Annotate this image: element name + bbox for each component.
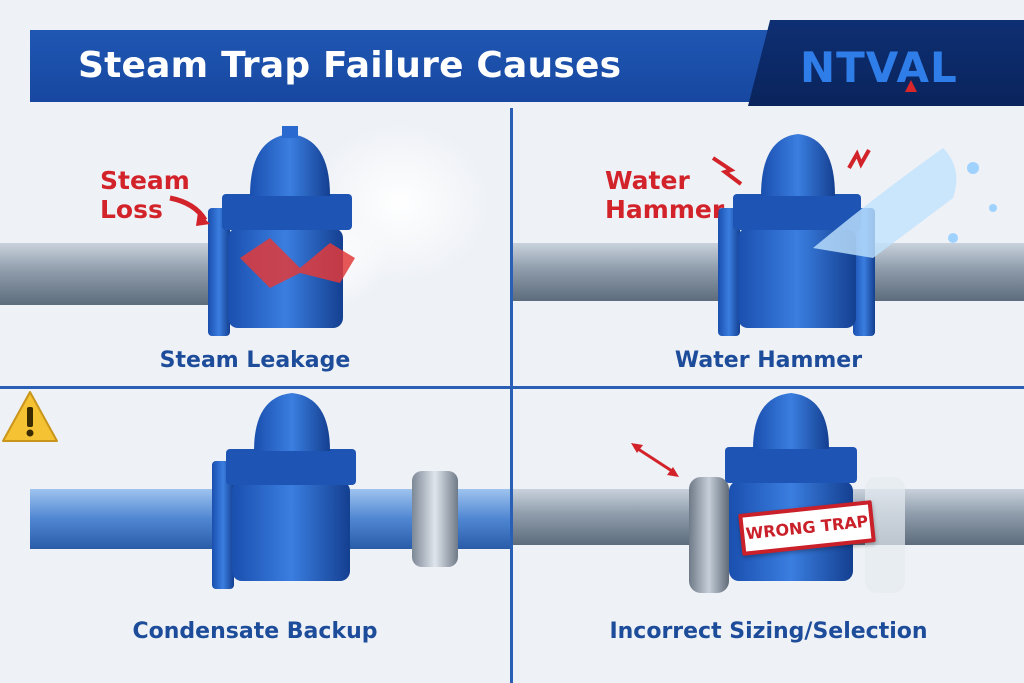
pipe-left	[0, 243, 220, 305]
trap-bonnet	[725, 447, 857, 483]
water-splash	[813, 148, 957, 258]
trap-bonnet	[222, 194, 352, 230]
steam-leakage-illustration	[0, 123, 490, 336]
panel-divider-vertical	[510, 108, 513, 683]
trap-dome	[250, 134, 330, 196]
panel-steam-leakage: Steam Loss Steam Leakage	[0, 108, 510, 386]
panel-water-hammer: Water Hammer Water Hammer	[513, 108, 1024, 386]
size-arrow-icon	[634, 445, 676, 475]
logo-panel	[748, 20, 1024, 106]
caption-steam-leakage: Steam Leakage	[159, 348, 351, 373]
brand-logo: NTVAL	[800, 43, 958, 92]
panel-condensate-backup: Condensate Backup	[0, 389, 510, 683]
leak-spray	[240, 238, 355, 288]
trap-cap	[282, 126, 298, 138]
header-banner: Steam Trap Failure Causes NTVAL	[0, 0, 1024, 108]
trap-body	[738, 228, 856, 328]
water-hammer-illustration	[513, 134, 1024, 336]
trap-dome	[254, 393, 330, 451]
oversized-flange-right	[865, 477, 905, 593]
callout-water-hammer: Water Hammer	[605, 166, 724, 224]
warning-triangle-icon	[2, 391, 58, 442]
trap-dome	[761, 134, 835, 196]
impact-bolt-icon	[711, 156, 743, 186]
incorrect-sizing-illustration	[513, 393, 1024, 593]
impact-bolt-icon	[847, 149, 871, 169]
oversized-flange-left	[689, 477, 729, 593]
panel-divider-horizontal	[0, 386, 1024, 389]
trap-bonnet	[226, 449, 356, 485]
caption-incorrect-sizing: Incorrect Sizing/Selection	[609, 619, 928, 644]
water-droplet	[967, 162, 979, 174]
callout-line-2: Hammer	[605, 195, 725, 224]
caption-water-hammer: Water Hammer	[674, 348, 863, 373]
callout-line-1: Water	[605, 166, 690, 195]
arrow-head-icon	[631, 443, 643, 453]
pipe-coupling	[412, 471, 458, 567]
page-title: Steam Trap Failure Causes	[78, 45, 622, 86]
condensate-backup-illustration	[30, 393, 510, 589]
panel-incorrect-sizing: WRONG TRAP Incorrect Sizing/Selection	[513, 389, 1024, 683]
trap-bonnet	[733, 194, 861, 230]
water-droplet	[948, 233, 958, 243]
caption-condensate-backup: Condensate Backup	[132, 619, 378, 644]
trap-body	[232, 481, 350, 581]
flange-left	[208, 208, 230, 336]
flange-left	[212, 461, 234, 589]
flange-left	[718, 208, 740, 336]
trap-dome	[753, 393, 829, 449]
logo-accent-icon	[905, 80, 917, 92]
arrow-head-icon	[196, 212, 210, 226]
callout-line-2: Loss	[100, 195, 163, 224]
callout-line-1: Steam	[100, 166, 190, 195]
callout-steam-loss: Steam Loss	[100, 166, 190, 224]
water-droplet	[989, 204, 997, 212]
title-bar	[30, 30, 800, 102]
arrow-head-icon	[667, 467, 679, 477]
